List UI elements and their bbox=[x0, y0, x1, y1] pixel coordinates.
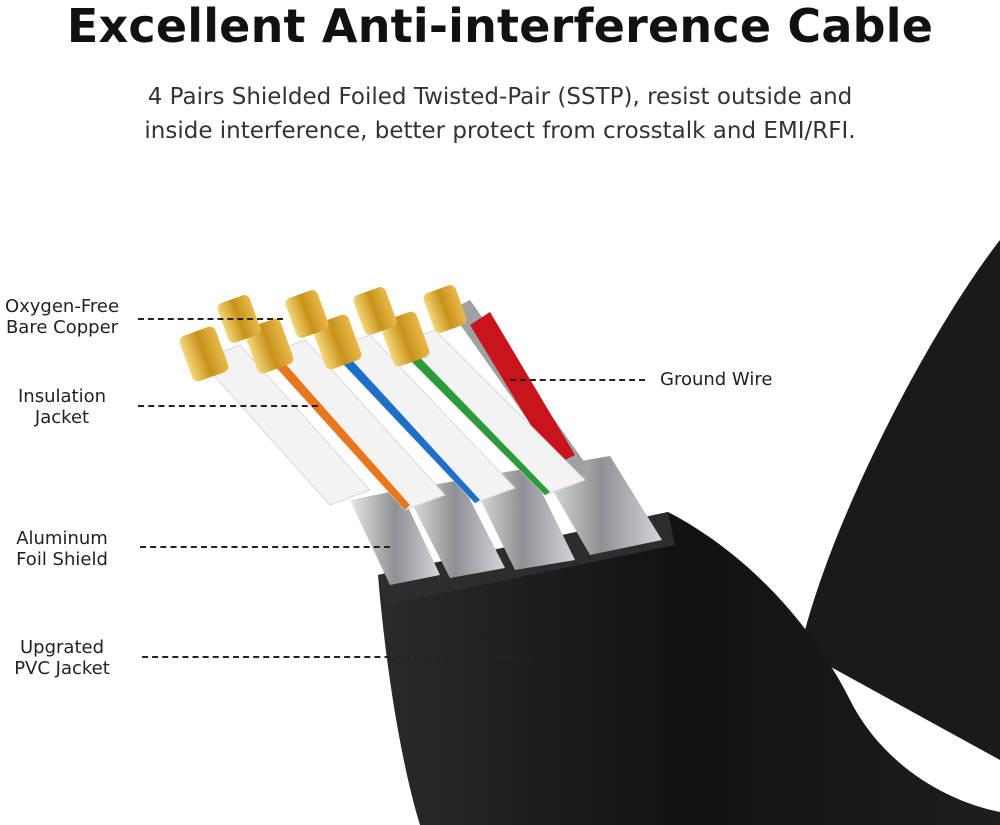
label-pvc-line-1: Upgrated bbox=[19, 637, 104, 658]
label-ground-wire: Ground Wire bbox=[660, 369, 786, 390]
conductor-4-green bbox=[380, 311, 586, 496]
label-insulation-jacket: Insulation Jacket bbox=[0, 386, 124, 428]
label-copper-line-2: Bare Copper bbox=[5, 317, 119, 338]
pvc-jacket bbox=[378, 240, 1000, 825]
leader-insulation bbox=[138, 405, 318, 407]
conductor-2-orange bbox=[244, 318, 446, 511]
label-insulation-line-2: Jacket bbox=[34, 407, 90, 428]
label-pvc-line-2: PVC Jacket bbox=[14, 658, 110, 679]
leader-ground bbox=[510, 379, 645, 381]
label-ground-line-1: Ground Wire bbox=[660, 369, 773, 390]
label-copper-line-1: Oxygen-Free bbox=[4, 296, 120, 317]
subtitle-line-2: inside interference, better protect from… bbox=[144, 118, 856, 144]
leader-foil bbox=[140, 546, 390, 548]
leader-copper bbox=[138, 318, 283, 320]
page-subtitle: 4 Pairs Shielded Foiled Twisted-Pair (SS… bbox=[0, 80, 1000, 148]
page-title: Excellent Anti-interference Cable bbox=[66, 0, 934, 53]
ground-wire bbox=[450, 300, 590, 480]
label-pvc-jacket: Upgrated PVC Jacket bbox=[0, 637, 124, 679]
label-insulation-line-1: Insulation bbox=[17, 386, 106, 407]
leader-pvc bbox=[142, 656, 532, 658]
subtitle-line-1: 4 Pairs Shielded Foiled Twisted-Pair (SS… bbox=[147, 84, 853, 110]
label-foil-line-2: Foil Shield bbox=[16, 549, 108, 570]
label-oxygen-free-copper: Oxygen-Free Bare Copper bbox=[0, 296, 124, 338]
label-foil-line-1: Aluminum bbox=[16, 528, 108, 549]
conductor-1 bbox=[179, 326, 371, 506]
label-aluminum-foil-shield: Aluminum Foil Shield bbox=[0, 528, 124, 570]
